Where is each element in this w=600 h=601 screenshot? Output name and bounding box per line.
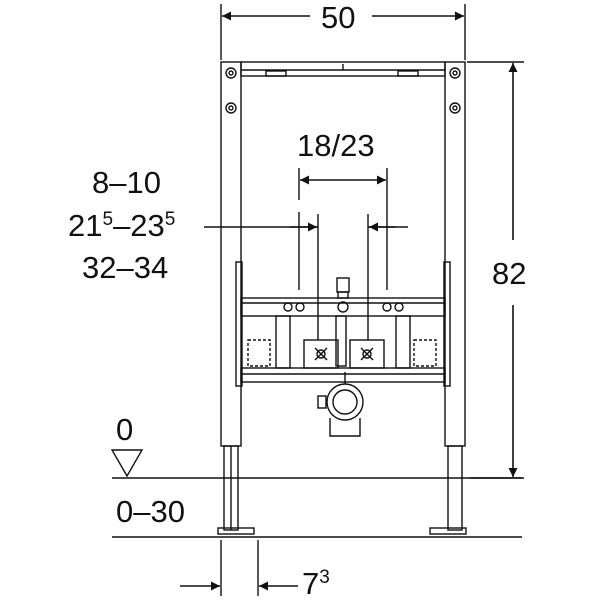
right-frame-upright xyxy=(429,61,467,535)
floor-level-triangle-icon xyxy=(110,449,144,478)
top-crossbar xyxy=(240,61,446,77)
spacing-dimension-label: 18/23 xyxy=(297,128,375,163)
left-frame-upright xyxy=(217,61,255,535)
height-dimension-label: 82 xyxy=(492,256,527,291)
supply-connection-left xyxy=(275,315,347,369)
wall-brackets xyxy=(247,339,437,367)
width-dimension-label: 50 xyxy=(321,0,356,35)
lower-crossbar xyxy=(240,367,446,383)
connection-height-first: 8–10 xyxy=(92,165,161,200)
floor-range-label: 0–30 xyxy=(116,494,185,529)
floor-level-label: 0 xyxy=(116,412,134,447)
connection-height-second: 215–235 xyxy=(68,208,176,243)
drain-elbow xyxy=(317,372,364,437)
upright-bolts xyxy=(225,67,461,114)
foot-offset-label: 73 xyxy=(302,566,330,601)
fixture-mounting-rail xyxy=(240,277,446,317)
connection-height-third: 32–34 xyxy=(82,250,169,285)
supply-connection-right xyxy=(349,315,411,369)
